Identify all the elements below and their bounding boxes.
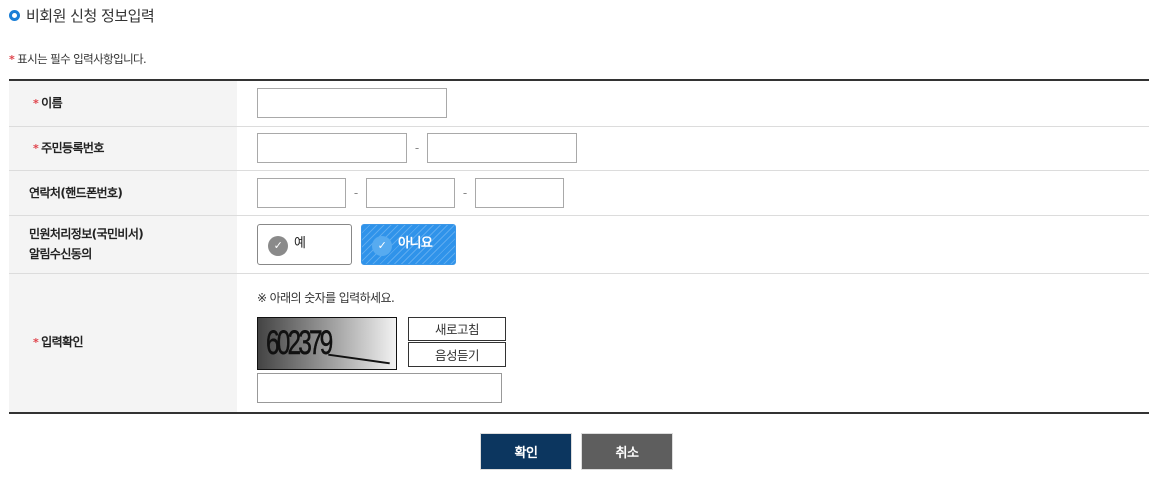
captcha-audio-button[interactable]: 음성듣기 <box>408 341 506 367</box>
consent-label: 민원처리정보(국민비서) 알림수신동의 <box>9 215 237 273</box>
captcha-digits: 602379 <box>266 323 334 363</box>
row-consent: 민원처리정보(국민비서) 알림수신동의 ✓ 예 ✓ 아니요 <box>9 215 1149 273</box>
required-star-icon: * <box>33 96 39 110</box>
captcha-refresh-button[interactable]: 새로고침 <box>408 316 506 341</box>
consent-no-option[interactable]: ✓ 아니요 <box>361 223 456 265</box>
required-notice-text: 표시는 필수 입력사항입니다. <box>17 52 147 66</box>
dash-separator: - <box>353 185 359 200</box>
ring-bullet-icon <box>9 10 20 21</box>
captcha-label: *입력확인 <box>9 273 237 413</box>
form-actions: 확인 취소 <box>480 433 673 470</box>
required-star-icon: * <box>9 52 15 66</box>
consent-yes-option[interactable]: ✓ 예 <box>257 223 352 265</box>
confirm-button[interactable]: 확인 <box>480 433 572 470</box>
phone-part3-input[interactable] <box>475 177 564 208</box>
row-phone: 연락처(핸드폰번호) - - <box>9 170 1149 215</box>
application-form: *이름 *주민등록번호 - 연락처(핸드폰번호) - - 민원처리정보(국민비서)… <box>9 79 1149 414</box>
phone-part1-input[interactable] <box>257 177 346 208</box>
phone-part2-input[interactable] <box>366 177 455 208</box>
captcha-image: 602379 <box>257 316 397 370</box>
dash-separator: - <box>414 141 420 155</box>
row-name: *이름 <box>9 80 1149 126</box>
name-input[interactable] <box>257 88 447 119</box>
row-captcha: *입력확인 ※ 아래의 숫자를 입력하세요. 602379 새로고침 음성듣기 <box>9 273 1149 413</box>
required-star-icon: * <box>33 336 39 350</box>
row-rrn: *주민등록번호 - <box>9 126 1149 170</box>
required-notice: * 표시는 필수 입력사항입니다. <box>9 51 147 67</box>
captcha-noise-line <box>328 353 390 365</box>
dash-separator: - <box>462 185 468 200</box>
check-circle-icon: ✓ <box>268 235 288 256</box>
name-label: *이름 <box>9 80 237 126</box>
cancel-button[interactable]: 취소 <box>581 433 673 470</box>
section-title-text: 비회원 신청 정보입력 <box>26 7 155 25</box>
captcha-input[interactable] <box>257 372 502 403</box>
captcha-instruction: ※ 아래의 숫자를 입력하세요. <box>257 290 395 305</box>
rrn-label: *주민등록번호 <box>9 126 237 170</box>
required-star-icon: * <box>33 141 39 155</box>
section-title: 비회원 신청 정보입력 <box>9 5 155 26</box>
check-circle-icon: ✓ <box>372 235 392 256</box>
rrn-front-input[interactable] <box>257 133 407 163</box>
rrn-back-input[interactable] <box>427 133 577 163</box>
phone-label: 연락처(핸드폰번호) <box>9 170 237 215</box>
